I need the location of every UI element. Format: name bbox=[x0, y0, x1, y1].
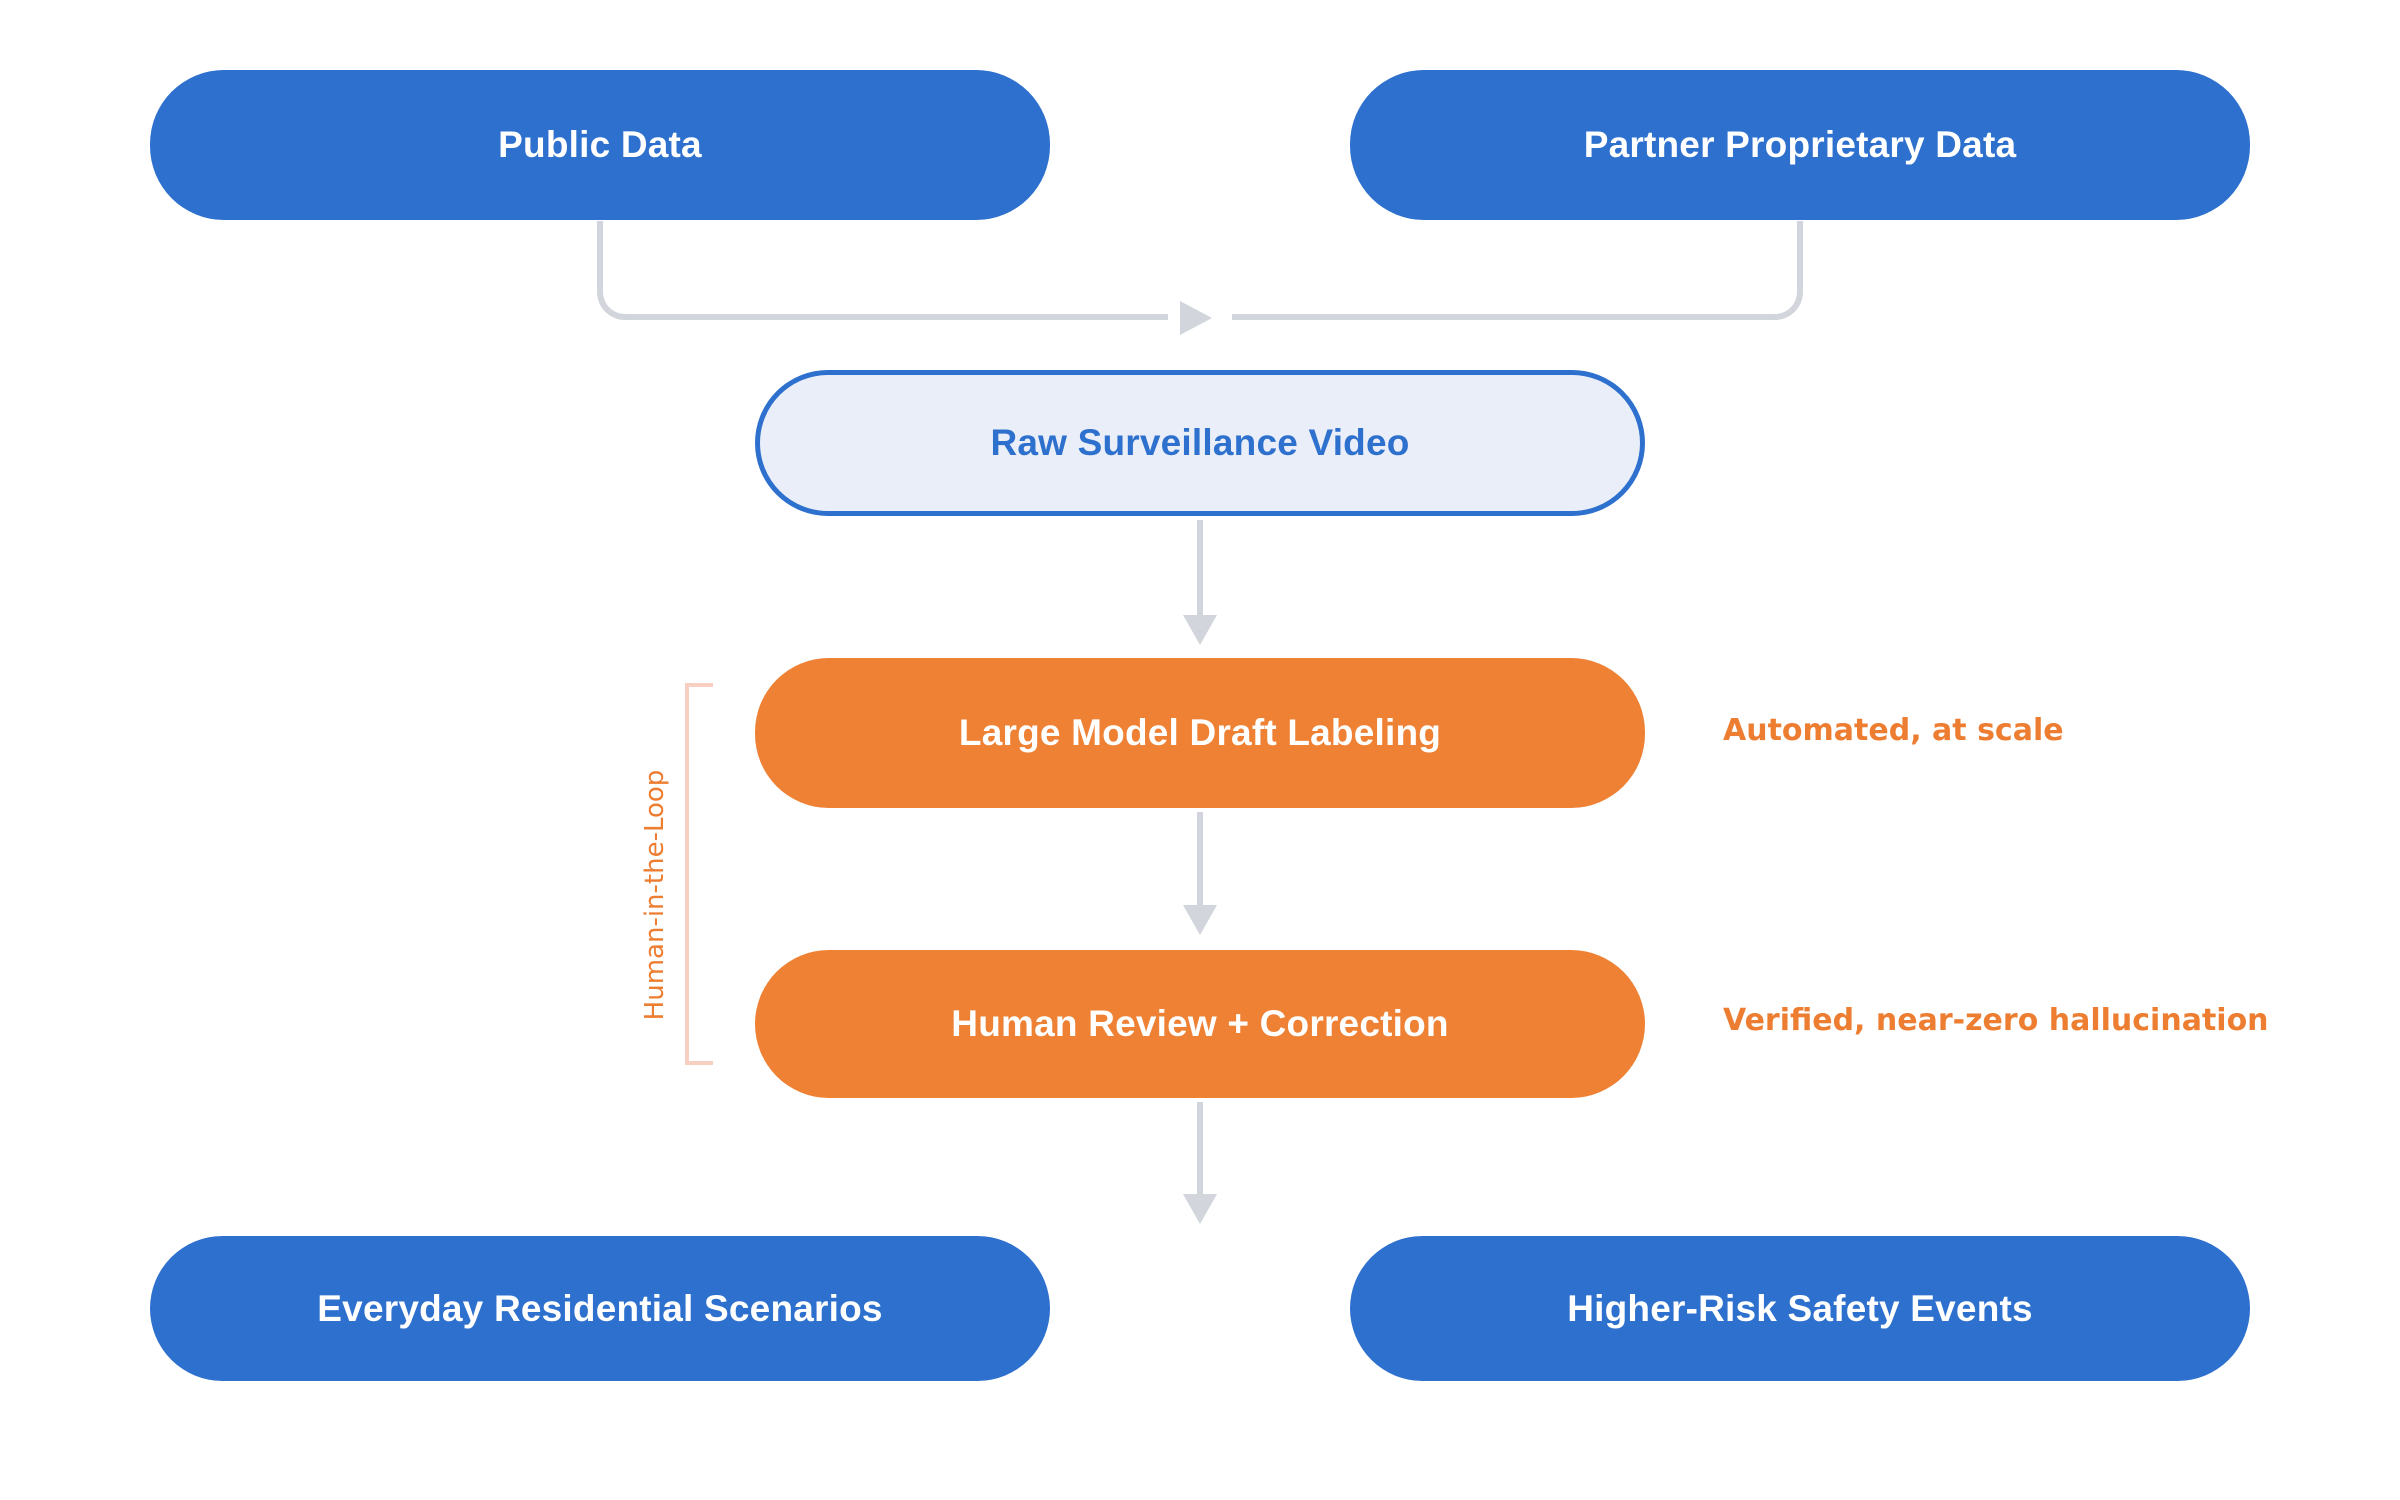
arrow-down-icon-2 bbox=[1183, 905, 1217, 935]
node-higher-risk-safety-events-label: Higher-Risk Safety Events bbox=[1567, 1287, 2033, 1329]
node-large-model-draft-labeling: Large Model Draft Labeling bbox=[755, 658, 1645, 808]
node-human-review-correction-label: Human Review + Correction bbox=[951, 1003, 1449, 1044]
node-everyday-residential-scenarios: Everyday Residential Scenarios bbox=[150, 1236, 1050, 1381]
arrow-down-line-3 bbox=[1197, 1102, 1203, 1194]
node-higher-risk-safety-events: Higher-Risk Safety Events bbox=[1350, 1236, 2250, 1381]
annotation-verified-near-zero-hallucination: Verified, near-zero hallucination bbox=[1723, 1003, 2269, 1038]
node-everyday-residential-scenarios-label: Everyday Residential Scenarios bbox=[317, 1287, 883, 1329]
node-public-data-label: Public Data bbox=[498, 124, 702, 165]
arrow-down-line-2 bbox=[1197, 812, 1203, 905]
node-partner-proprietary-data: Partner Proprietary Data bbox=[1350, 70, 2250, 220]
arrow-down-icon-3 bbox=[1183, 1194, 1217, 1224]
human-in-the-loop-label: Human-in-the-Loop bbox=[640, 769, 670, 1021]
annotation-automated-at-scale: Automated, at scale bbox=[1723, 713, 2064, 748]
node-public-data: Public Data bbox=[150, 70, 1050, 220]
node-human-review-correction: Human Review + Correction bbox=[755, 950, 1645, 1098]
connector-left-elbow bbox=[597, 221, 1183, 320]
node-partner-proprietary-data-label: Partner Proprietary Data bbox=[1583, 124, 2017, 165]
node-large-model-draft-labeling-label: Large Model Draft Labeling bbox=[958, 712, 1442, 753]
arrow-right-icon bbox=[1180, 301, 1212, 335]
node-raw-surveillance-video-label: Raw Surveillance Video bbox=[990, 422, 1410, 463]
arrow-down-line-1 bbox=[1197, 520, 1203, 615]
connector-right-elbow bbox=[1230, 221, 1803, 320]
human-in-the-loop-bracket bbox=[685, 683, 713, 1065]
node-raw-surveillance-video: Raw Surveillance Video bbox=[755, 370, 1645, 516]
arrow-down-icon-1 bbox=[1183, 615, 1217, 645]
